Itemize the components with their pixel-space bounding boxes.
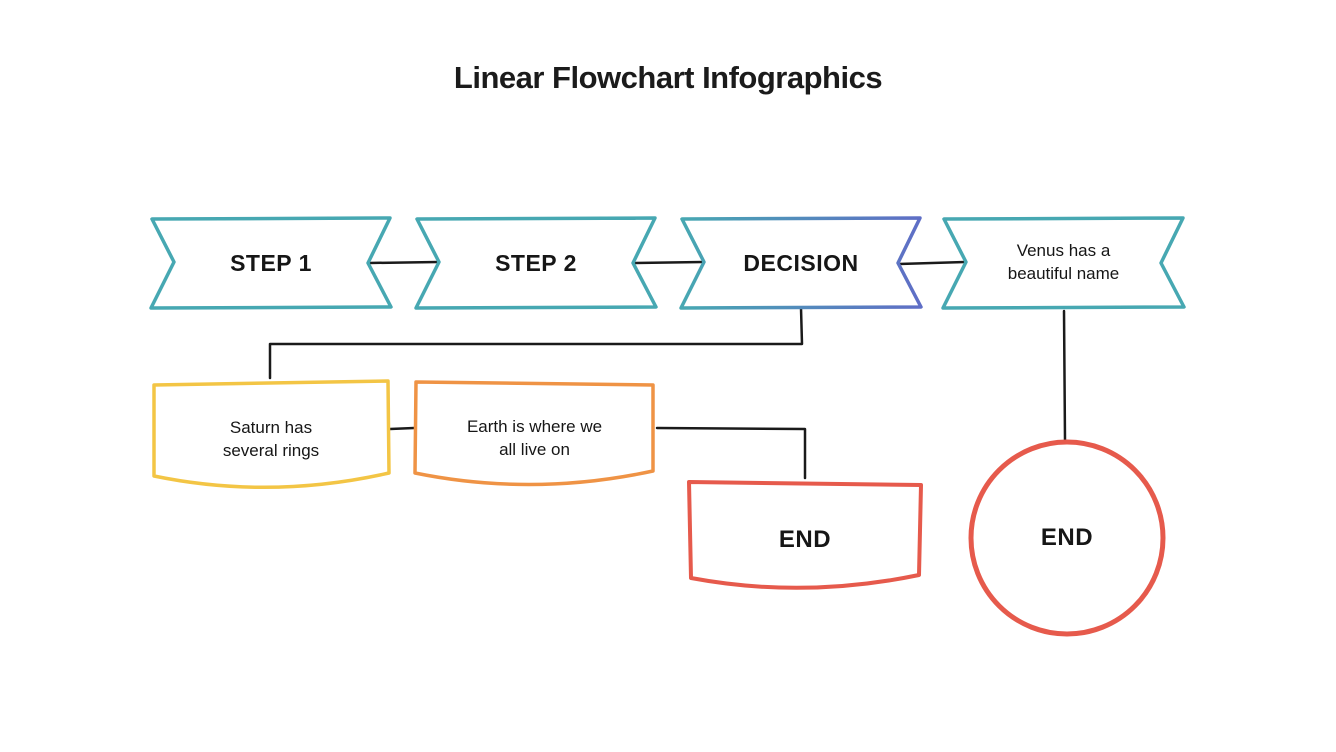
venus-banner-path xyxy=(941,216,1186,310)
venus-banner-shape xyxy=(941,216,1186,310)
connector-decision-saturn xyxy=(268,306,804,380)
node-step2: STEP 2 xyxy=(413,215,659,311)
connector-saturn-earth xyxy=(388,426,416,431)
earth-box-shape xyxy=(413,380,655,487)
connector-venus-endcircle xyxy=(1062,309,1067,442)
saturn-label: Saturn has several rings xyxy=(150,378,392,502)
page-title: Linear Flowchart Infographics xyxy=(453,60,883,95)
decision-banner-path xyxy=(679,216,923,310)
connector-earth-endbox xyxy=(655,426,807,480)
decision-banner-shape xyxy=(679,216,923,310)
step2-banner-shape xyxy=(414,216,658,310)
end-box-shape xyxy=(687,480,923,590)
venus-label-text: Venus has a beautiful name xyxy=(1007,241,1120,283)
node-end-box: END xyxy=(685,478,925,602)
node-end-circle: END xyxy=(966,437,1168,639)
node-venus: Venus has a beautiful name xyxy=(940,215,1187,311)
connector-step2-decision xyxy=(632,260,705,265)
node-decision: DECISION xyxy=(678,215,924,311)
earth-label-text: Earth is where we all live on xyxy=(466,417,603,459)
saturn-box-path xyxy=(152,379,391,489)
node-step1: STEP 1 xyxy=(148,215,394,311)
step1-banner-path xyxy=(149,216,393,310)
decision-label: DECISION xyxy=(743,249,859,276)
end-box-path xyxy=(687,480,923,590)
connector-decision-venus xyxy=(897,260,967,266)
end-circle-path xyxy=(968,439,1166,637)
node-earth: Earth is where we all live on xyxy=(412,378,657,500)
earth-label: Earth is where we all live on xyxy=(412,378,657,500)
earth-box-path xyxy=(413,380,655,487)
step1-label: STEP 1 xyxy=(230,249,312,276)
end-circle-shape xyxy=(968,439,1166,637)
node-saturn: Saturn has several rings xyxy=(150,378,392,502)
saturn-box-shape xyxy=(152,379,391,489)
end-circle-label: END xyxy=(1040,524,1094,551)
step1-banner-shape xyxy=(149,216,393,310)
saturn-label-text: Saturn has several rings xyxy=(222,418,320,460)
end-box-label: END xyxy=(778,526,832,553)
step2-label: STEP 2 xyxy=(495,249,577,276)
venus-label: Venus has a beautiful name xyxy=(940,215,1187,311)
connector-step1-step2 xyxy=(367,260,440,265)
step2-banner-path xyxy=(414,216,658,310)
